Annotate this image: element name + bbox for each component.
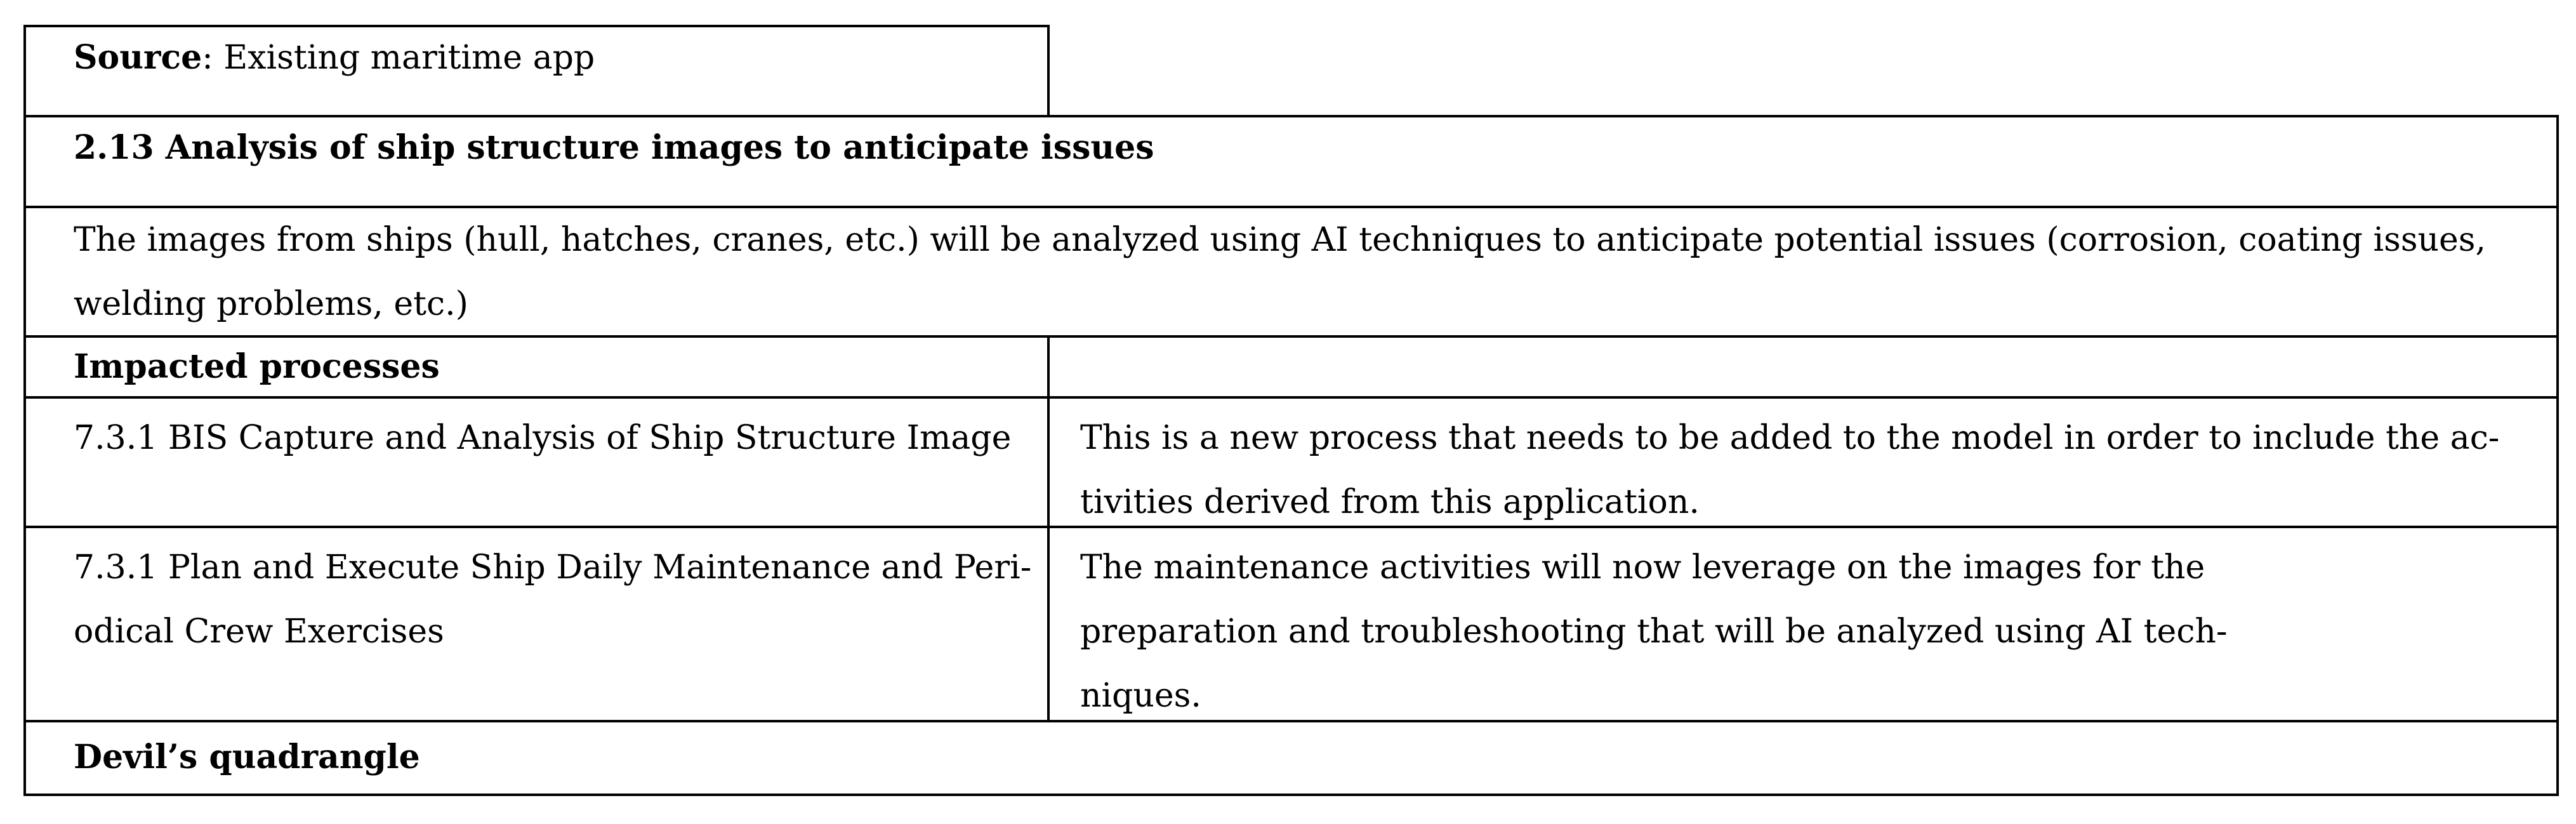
source-label: Source — [74, 38, 202, 77]
process-cell: 7.3.1 BIS Capture and Analysis of Ship S… — [23, 396, 1050, 528]
impact-cell: The maintenance activities will now leve… — [1047, 526, 2559, 722]
impacted-processes-label: Impacted processes — [74, 347, 440, 386]
section-description-cell: The images from ships (hull, hatches, cr… — [23, 206, 2559, 338]
devils-quadrangle-cell: Devil’s quadrangle — [23, 720, 2559, 796]
source-value: : Existing maritime app — [202, 39, 595, 77]
impacted-processes-header: Impacted processes — [23, 335, 1050, 399]
devils-quadrangle-header: Devil’s quadrangle — [74, 738, 420, 776]
impact-line: This is a new process that needs to be a… — [1080, 419, 2500, 457]
impacted-processes-header-empty — [1047, 335, 2559, 399]
description-line: The images from ships (hull, hatches, cr… — [74, 221, 2486, 259]
process-name: 7.3.1 BIS Capture and Analysis of Ship S… — [74, 419, 1012, 457]
impact-line: niques. — [1080, 677, 1201, 715]
description-line: welding problems, etc.) — [74, 285, 468, 323]
impact-line: tivities derived from this application. — [1080, 483, 1700, 521]
impact-line: The maintenance activities will now leve… — [1080, 548, 2205, 587]
section-title: 2.13 Analysis of ship structure images t… — [74, 128, 1154, 167]
process-cell: 7.3.1 Plan and Execute Ship Daily Mainte… — [23, 526, 1050, 722]
section-title-cell: 2.13 Analysis of ship structure images t… — [23, 115, 2559, 208]
process-name: odical Crew Exercises — [74, 613, 444, 651]
source-cell: Source: Existing maritime app — [23, 25, 1050, 117]
process-name: 7.3.1 Plan and Execute Ship Daily Mainte… — [74, 548, 1032, 587]
impact-cell: This is a new process that needs to be a… — [1047, 396, 2559, 528]
impact-line: preparation and troubleshooting that wil… — [1080, 613, 2228, 651]
